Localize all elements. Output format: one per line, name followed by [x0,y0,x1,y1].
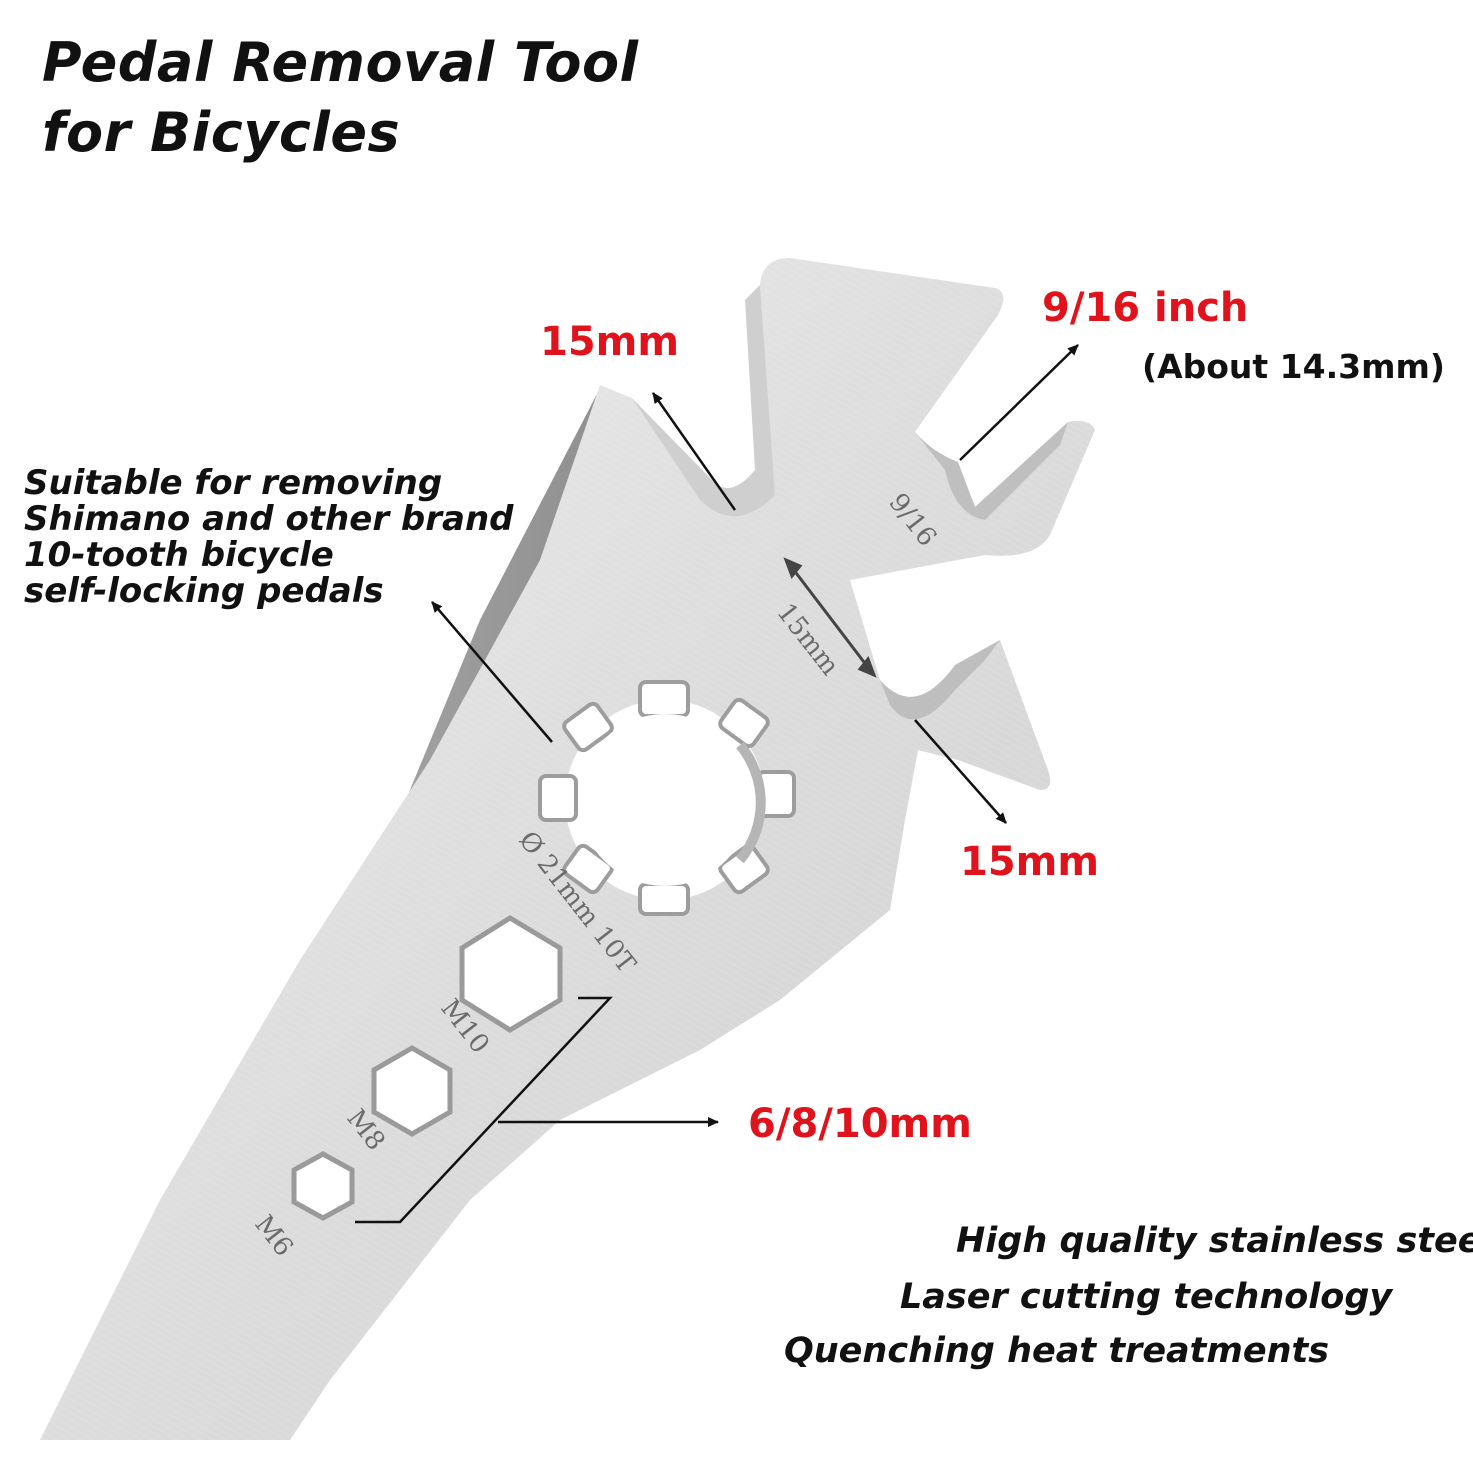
hex-hole-m6 [291,1151,355,1221]
description-line-2: Shimano and other brand [24,499,514,539]
slot-top-right [915,422,1068,520]
label-top-left-15mm: 15mm [540,319,680,365]
arrow-top-right [959,344,1079,461]
title-line-2: for Bicycles [42,101,401,164]
feature-quenching: Quenching heat treatments [784,1331,1330,1371]
label-bottom-right-15mm: 15mm [960,839,1100,885]
label-hex-sizes: 6/8/10mm [748,1101,972,1147]
title-line-1: Pedal Removal Tool [42,31,639,94]
slot-top-left [632,285,775,517]
callout-arrows [355,344,1079,1224]
label-9-16-inch: 9/16 inch [1042,285,1249,331]
label-about-14-3mm: (About 14.3mm) [1142,347,1445,386]
hex-hole-m8 [371,1045,453,1137]
arrow-top-left [651,392,737,511]
spline-hole [538,680,796,916]
feature-laser-cutting: Laser cutting technology [900,1277,1393,1317]
arrow-bottom-right [914,719,1007,824]
hex-holes [291,915,563,1221]
description-line-1: Suitable for removing [24,463,443,503]
engraved-arrow [783,557,877,678]
hex-hole-m10 [459,915,563,1033]
feature-stainless-steel: High quality stainless steel [956,1221,1473,1261]
arrow-description [431,601,553,743]
slot-bottom-right [880,640,1000,720]
description-line-3: 10-tooth bicycle [24,535,334,575]
description-line-4: self-locking pedals [24,571,384,611]
bracket-hex [355,996,613,1224]
